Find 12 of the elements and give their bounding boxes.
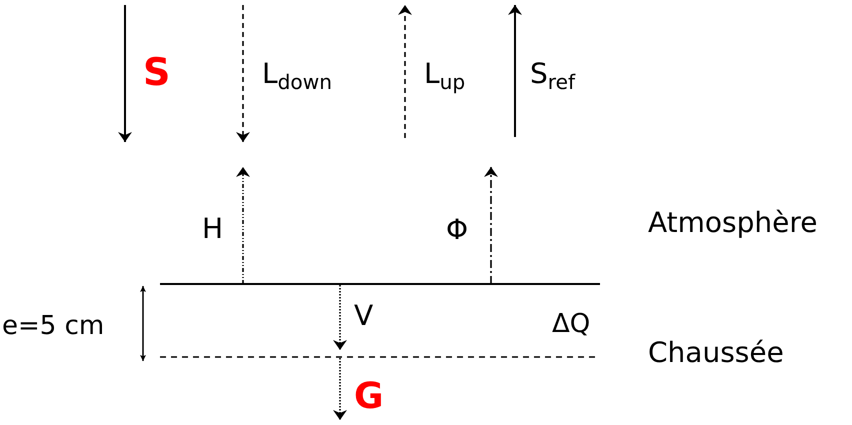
flux-symbol: L$_{down}$ <box>262 60 332 92</box>
flux-symbol: S <box>143 53 170 91</box>
flux-symbol: Φ <box>446 216 468 244</box>
layer-label: Chaussée <box>648 339 784 367</box>
layer-label: Atmosphère <box>648 209 818 237</box>
dimension-label: e=5 cm <box>2 313 104 339</box>
flux-symbol: ΔQ <box>552 311 590 337</box>
flux-symbol: L$_{up}$ <box>424 60 466 92</box>
flux-symbol: G <box>354 379 384 415</box>
flux-symbol: V <box>354 302 374 330</box>
flux-symbol: S$_{ref}$ <box>530 60 576 92</box>
flux-symbol: H <box>202 215 224 243</box>
